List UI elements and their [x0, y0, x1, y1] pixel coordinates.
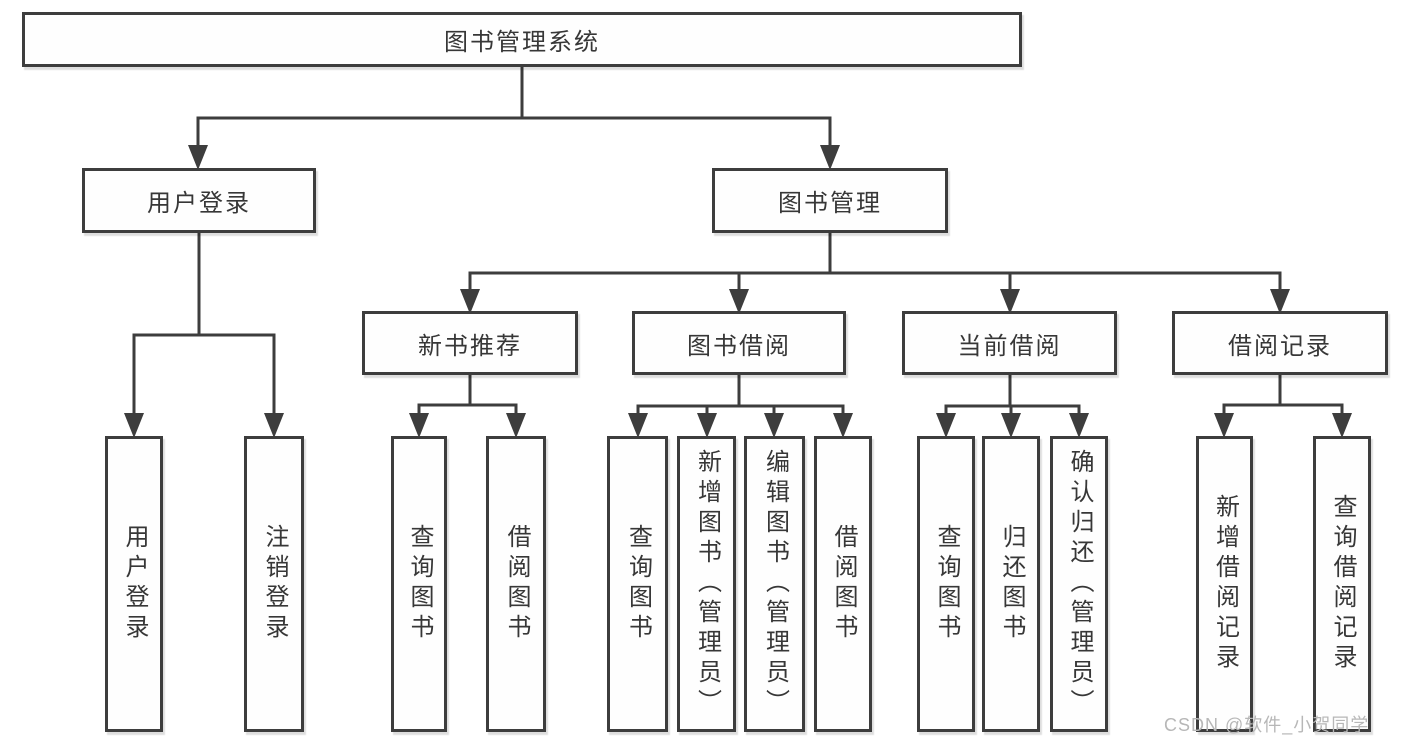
connector-book-borrow [636, 372, 845, 418]
node-current-borrow: 当前借阅 [902, 311, 1117, 375]
node-label: 注销登录 [261, 524, 288, 644]
node-label: 用户登录 [147, 190, 251, 217]
node-leaf-return-books: 归还图书 [982, 436, 1040, 732]
arrow-to-leaf [764, 413, 784, 438]
node-user-login: 用户登录 [82, 168, 316, 233]
node-label: 当前借阅 [957, 332, 1062, 360]
node-leaf-query-borrow-record: 查询借阅记录 [1313, 436, 1371, 732]
connector-book-mgmt [468, 229, 1282, 294]
node-label: 编辑图书（管理员） [761, 449, 789, 719]
node-leaf-add-books-admin: 新增图书（管理员） [677, 436, 736, 732]
node-label: 确认归还（管理员） [1066, 449, 1093, 719]
connector-user-login [132, 229, 276, 420]
node-label: 图书借阅 [687, 332, 791, 360]
connector-root [196, 63, 832, 152]
arrow-to-new-books [460, 289, 480, 314]
connector-current-borrow [944, 372, 1081, 418]
node-label: 用户登录 [121, 524, 148, 644]
node-label: 图书管理 [778, 190, 882, 217]
node-label: 新增图书（管理员） [693, 449, 721, 719]
node-leaf-edit-books-admin: 编辑图书（管理员） [744, 436, 805, 732]
node-label: 借阅图书 [503, 524, 530, 644]
arrow-to-borrow-records [1270, 289, 1290, 314]
node-leaf-query-books: 查询图书 [917, 436, 975, 732]
node-book-borrow: 图书借阅 [632, 311, 846, 375]
node-leaf-query-books: 查询图书 [391, 436, 447, 732]
node-label: 查询图书 [624, 524, 652, 644]
node-label: 查询借阅记录 [1329, 494, 1356, 674]
arrow-to-leaf [833, 413, 853, 438]
arrow-to-book-borrow [729, 289, 749, 314]
node-leaf-borrow-books: 借阅图书 [814, 436, 872, 732]
arrow-to-leaf [936, 413, 956, 438]
node-leaf-borrow-books: 借阅图书 [486, 436, 546, 732]
node-label: 借阅图书 [830, 524, 857, 644]
arrow-to-leaf [124, 413, 144, 438]
node-borrow-records: 借阅记录 [1172, 311, 1388, 375]
arrow-to-leaf [506, 413, 526, 438]
arrowheads [124, 145, 1352, 438]
node-leaf-add-borrow-record: 新增借阅记录 [1196, 436, 1253, 732]
arrow-to-leaf [264, 413, 284, 438]
arrow-to-leaf [628, 413, 648, 438]
arrow-to-leaf [1214, 413, 1234, 438]
node-leaf-logout: 注销登录 [244, 436, 304, 732]
node-label: 查询图书 [933, 524, 960, 644]
connector-new-books [417, 372, 518, 418]
node-book-mgmt: 图书管理 [712, 168, 948, 233]
arrow-to-leaf [697, 413, 717, 438]
arrow-to-leaf [409, 413, 429, 438]
node-label: 查询图书 [406, 524, 433, 644]
node-label: 图书管理系统 [444, 29, 600, 56]
node-root: 图书管理系统 [22, 12, 1022, 67]
node-label: 归还图书 [998, 524, 1025, 644]
node-leaf-confirm-return-admin: 确认归还（管理员） [1050, 436, 1108, 732]
node-leaf-query-books: 查询图书 [607, 436, 668, 732]
node-new-books: 新书推荐 [362, 311, 578, 375]
node-leaf-user-login: 用户登录 [105, 436, 163, 732]
arrow-to-leaf [1069, 413, 1089, 438]
watermark-text: CSDN @软件_小贺同学 [1164, 715, 1370, 735]
arrow-to-leaf [1332, 413, 1352, 438]
connector-borrow-records [1222, 372, 1344, 418]
node-label: 新增借阅记录 [1211, 494, 1239, 674]
arrow-to-leaf [1001, 413, 1021, 438]
node-label: 借阅记录 [1228, 332, 1332, 360]
arrow-to-current-borrow [1000, 289, 1020, 314]
node-label: 新书推荐 [418, 332, 522, 360]
arrow-to-book-mgmt [820, 145, 840, 170]
arrow-to-user-login [188, 145, 208, 170]
